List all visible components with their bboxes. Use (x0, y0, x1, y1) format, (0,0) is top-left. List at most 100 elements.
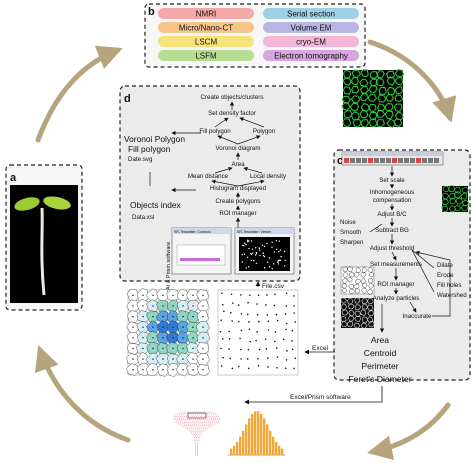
cell-outline (460, 204, 469, 212)
voronoi-seed (142, 368, 144, 371)
cell-outline (394, 77, 404, 86)
object-dot (228, 330, 230, 333)
toolbar-tool-icon (428, 158, 433, 163)
object-dot (258, 320, 260, 323)
imagej-toolbar (341, 151, 444, 166)
object-dot (273, 340, 276, 343)
object-dot (237, 320, 240, 323)
object-dot (265, 348, 268, 350)
c-option-sharpen: Sharpen (340, 239, 364, 246)
toolbar-tool-icon (362, 158, 367, 163)
cell-outline (359, 85, 369, 94)
object-dot (286, 350, 288, 352)
object-dot (285, 322, 288, 325)
toolbar-tool-icon (392, 158, 397, 163)
object-dot (266, 294, 268, 296)
d-fill-polygon: Fill polygon (128, 144, 171, 154)
cell-outline (384, 102, 394, 111)
voronoi-seed (182, 337, 184, 339)
object-dot (248, 367, 250, 370)
histogram-bar (230, 448, 233, 455)
object-dot (219, 330, 222, 333)
cell-outline (361, 267, 368, 273)
object-dot (285, 359, 288, 361)
cell-outline (361, 303, 368, 310)
viewer-dot (250, 240, 253, 242)
viewer-dot (277, 263, 280, 265)
viewer-dot (284, 259, 286, 261)
viewer-dot (266, 242, 268, 245)
object-dot (276, 347, 278, 349)
object-dot (285, 328, 287, 331)
voronoi-seed (152, 305, 154, 307)
cell-outline (360, 272, 367, 278)
modality-label: cryo-EM (296, 38, 326, 47)
panel-a: a (5, 164, 83, 311)
viewer-dot (279, 259, 282, 262)
cell-outline (453, 186, 462, 194)
d-step-density-factor: Set density factor (208, 110, 256, 117)
modality-label: LSFM (195, 52, 217, 61)
object-dot (284, 313, 287, 315)
cell-outline (354, 297, 361, 304)
cell-outline (362, 282, 368, 288)
histogram-bar (260, 413, 263, 455)
cell-outline (449, 197, 457, 205)
voronoi-seed (142, 294, 144, 297)
d-voronoi-polygon: Voronoi Polygon (124, 134, 185, 144)
arrow-c-to-bottom (367, 402, 451, 461)
object-dot (285, 305, 288, 307)
viewer-dot (253, 259, 255, 262)
c-step-set-measurements: Set measurements (370, 261, 422, 268)
histogram-bar (254, 411, 257, 455)
excel-label: Excel (312, 345, 328, 352)
d-date-svg: Date.svg (128, 156, 153, 163)
cell-outline (368, 103, 377, 113)
sr-tesselate-viewer-window: SR-Tesselate: Viewer (234, 227, 295, 275)
cell-outline (368, 272, 375, 278)
viewer-dot (245, 267, 248, 269)
voronoi-seed (142, 347, 144, 350)
d-step-create-objects: Create objects/clusters (201, 94, 264, 101)
object-dot (237, 304, 240, 306)
object-dot (240, 312, 243, 315)
object-dot (223, 310, 225, 313)
histogram-bar (269, 430, 272, 455)
viewer-dot (251, 248, 254, 250)
object-dot (246, 358, 249, 360)
histogram (228, 411, 285, 456)
object-dot (222, 356, 224, 359)
cell-outline (448, 185, 456, 193)
object-dot (266, 314, 269, 316)
viewer-dot (247, 240, 249, 243)
object-dot (249, 340, 252, 343)
sr-tesselate-controls-window: SR-Tesselate: Controls (171, 227, 232, 275)
modality-pill (263, 8, 359, 19)
histogram-bar (275, 441, 278, 455)
object-dot (294, 357, 297, 360)
cell-outline (386, 118, 397, 129)
cell-outline (340, 320, 348, 327)
cell-outline (349, 102, 359, 112)
cell-outline (394, 68, 405, 78)
viewer-dot (277, 260, 279, 263)
viewer-dot (248, 240, 250, 242)
object-dot (294, 321, 296, 323)
modality-pill (263, 36, 359, 47)
viewer-dot (271, 241, 273, 243)
viewer-dot (248, 247, 250, 250)
modality-pill (158, 8, 254, 19)
object-dot (291, 340, 293, 342)
hypocotyl (40, 207, 46, 296)
cell-outline (367, 93, 378, 102)
cell-outline (460, 193, 468, 200)
object-dot (276, 356, 279, 358)
modality-pill (158, 36, 254, 47)
object-dot (274, 331, 277, 333)
voronoi-seed (202, 337, 204, 339)
object-dot (228, 337, 231, 340)
connector-arrows (244, 281, 383, 405)
toolbar-tool-icon (356, 158, 361, 163)
